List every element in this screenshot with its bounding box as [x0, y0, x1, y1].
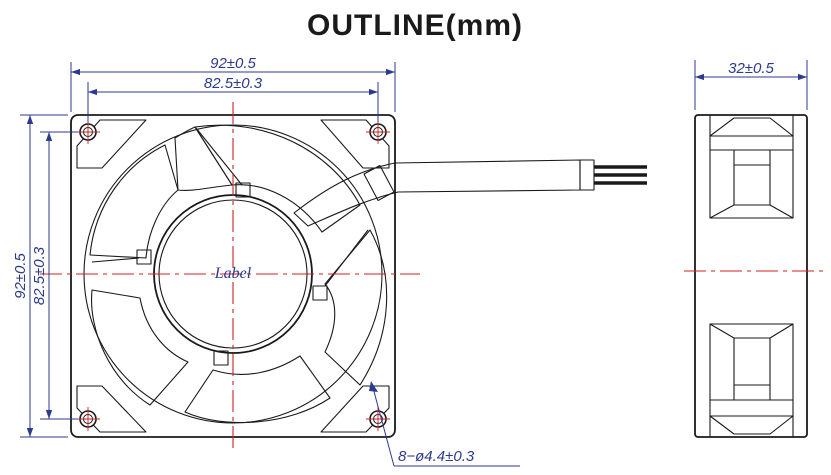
side-cavity-top-inner: [709, 117, 794, 219]
hub-label: Label: [214, 265, 252, 282]
cable-clip: [363, 164, 395, 202]
side-cavity-top: [709, 135, 794, 219]
page-title: OUTLINE(mm): [307, 9, 523, 42]
dim-mounting-holes: 8−ø4.4±0.3: [398, 448, 475, 465]
blade-6: [174, 126, 233, 191]
support-strut-2: [324, 229, 369, 287]
hole-callout-leader: [371, 383, 395, 467]
corner-web-top-left: [76, 119, 147, 169]
corner-web-top-right: [320, 119, 390, 169]
blade-2: [324, 229, 388, 386]
hole-center-marks: [76, 120, 390, 431]
support-strut-1: [195, 127, 243, 186]
fan-blades: [89, 124, 388, 424]
side-cavity-bottom-flange: [709, 415, 794, 438]
hub-tab-right: [312, 285, 328, 301]
cable-sleeve-end: [579, 159, 595, 191]
dim-frame-width: 92±0.5: [210, 55, 256, 72]
cable-outline: [293, 159, 581, 227]
dim-hole-spacing-height: 82.5±0.3: [31, 246, 48, 305]
corner-web-bottom-left: [76, 385, 147, 433]
front-dimensions: 92±0.5 82.5±0.3 92±0.5 82.5±0.3 8−ø4.4±0…: [12, 55, 520, 467]
hub-tab-top: [235, 182, 251, 198]
support-strut-3: [91, 257, 140, 263]
blade-3: [184, 355, 331, 424]
blade-4: [90, 289, 189, 406]
blade-5: [89, 144, 179, 259]
side-view: 32±0.5: [684, 60, 828, 438]
dim-hole-spacing-width: 82.5±0.3: [204, 75, 263, 92]
hub-tab-bottom: [213, 350, 229, 366]
hole-callout-arrow: [369, 381, 378, 392]
blade-1: [194, 124, 361, 233]
mounting-holes: [76, 120, 390, 431]
side-frame-outline: [694, 114, 808, 438]
front-view: Label: [40, 102, 647, 452]
dim-thickness: 32±0.5: [728, 60, 774, 77]
hub-tab-left: [136, 249, 152, 265]
side-cavity-bottom-inner: [709, 323, 794, 435]
dim-frame-height: 92±0.5: [12, 252, 29, 298]
cable: [293, 159, 647, 227]
